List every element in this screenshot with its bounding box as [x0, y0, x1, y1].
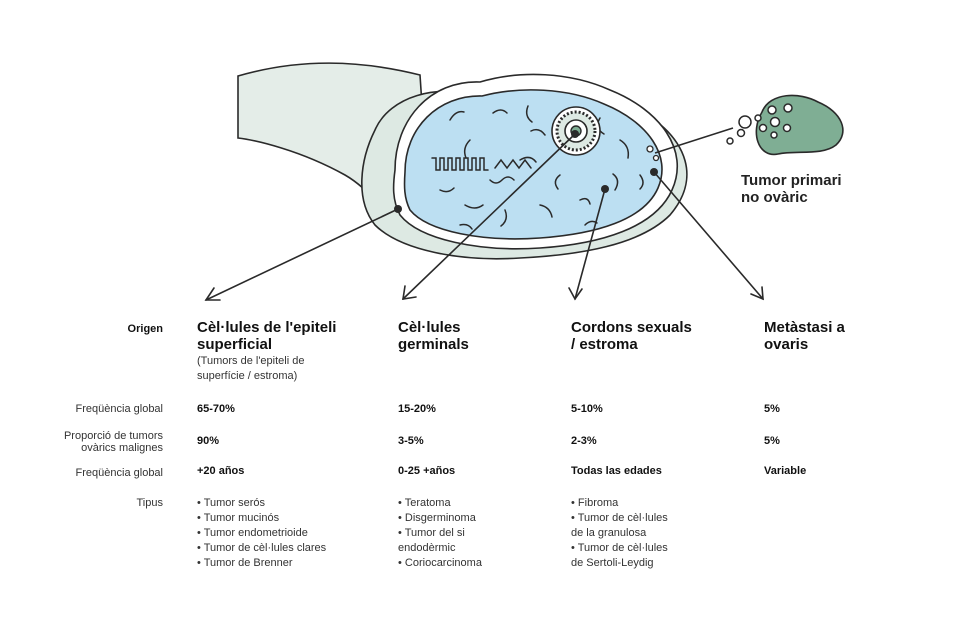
tumor-cells — [726, 103, 793, 145]
row-label-proportion-line1: Proporció de tumors — [63, 430, 163, 442]
type-item: • Coriocarcinoma — [398, 557, 482, 569]
row-label-frequency-age: Freqüència global — [75, 467, 163, 479]
value-age: +20 años — [197, 465, 245, 477]
arrow-metastasis — [653, 171, 764, 300]
types-list-sex-cords: • Fibroma • Tumor de cèl·lules de la gra… — [571, 496, 668, 571]
column-subtitle-epithelium: (Tumors de l'epiteli de superfície / est… — [197, 354, 304, 384]
value-age: Todas las edades — [571, 465, 662, 477]
primary-tumor-label-line2: no ovàric — [741, 189, 808, 206]
row-label-proportion: Proporció de tumors ovàrics malignes — [64, 430, 163, 454]
arrows — [204, 133, 764, 301]
column-title-line1: Metàstasi a — [764, 319, 845, 336]
metastasis-cell — [652, 154, 660, 162]
type-item: • Teratoma — [398, 497, 451, 509]
column-title-line2: superficial — [197, 336, 273, 353]
type-item: • Tumor de cèl·lules — [571, 512, 668, 524]
types-list-epithelium: • Tumor serós • Tumor mucinós • Tumor en… — [197, 496, 326, 571]
type-item: • Disgerminoma — [398, 512, 476, 524]
type-item: • Tumor endometrioide — [197, 527, 308, 539]
column-title-line2: germinals — [398, 336, 469, 353]
column-subtitle-line1: (Tumors de l'epiteli de — [197, 355, 305, 367]
arrow-germ-cells — [402, 133, 576, 300]
value-frequency: 15-20% — [398, 403, 436, 415]
type-item: • Tumor del si — [398, 527, 465, 539]
primary-tumor-label: Tumor primari no ovàric — [741, 172, 881, 206]
primary-tumor-label-line1: Tumor primari — [741, 172, 842, 189]
value-proportion: 5% — [764, 435, 780, 447]
value-frequency: 5-10% — [571, 403, 603, 415]
arrow-sex-cords — [574, 188, 606, 300]
type-item: de Sertoli-Leydig — [571, 557, 654, 569]
type-item: de la granulosa — [571, 527, 647, 539]
type-item: • Tumor de cèl·lules — [571, 542, 668, 554]
row-label-origin: Origen — [127, 323, 163, 335]
column-title-line1: Cordons sexuals — [571, 319, 692, 336]
column-title-line2: / estroma — [571, 336, 638, 353]
value-frequency: 65-70% — [197, 403, 235, 415]
column-title-line1: Cèl·lules de l'epiteli — [197, 319, 337, 336]
value-proportion: 90% — [197, 435, 220, 447]
arrow-origin-dot — [571, 130, 579, 138]
row-label-frequency: Freqüència global — [75, 403, 163, 415]
value-proportion: 3-5% — [398, 435, 424, 447]
primary-tumor — [755, 94, 844, 156]
column-title-line2: ovaris — [764, 336, 809, 353]
column-title-epithelium: Cèl·lules de l'epiteli superficial — [197, 319, 336, 353]
column-title-metastasis: Metàstasi a ovaris — [764, 319, 845, 353]
type-item: • Tumor de Brenner — [197, 557, 293, 569]
column-title-line1: Cèl·lules — [398, 319, 461, 336]
arrow-origin-dot — [650, 168, 658, 176]
column-title-sex-cords: Cordons sexuals / estroma — [571, 319, 692, 353]
column-title-germ-cells: Cèl·lules germinals — [398, 319, 469, 353]
types-list-germ-cells: • Teratoma • Disgerminoma • Tumor del si… — [398, 496, 482, 571]
ovary-texture — [431, 105, 644, 230]
metastasis-cell — [646, 145, 654, 153]
type-item: • Fibroma — [571, 497, 619, 509]
row-label-proportion-line2: ovàrics malignes — [81, 442, 163, 454]
arrow-origin-dot — [394, 205, 402, 213]
type-item: • Tumor de cèl·lules clares — [197, 542, 327, 554]
type-item: • Tumor mucinós — [197, 512, 280, 524]
value-age: Variable — [764, 465, 807, 477]
arrow-origin-dot — [601, 185, 609, 193]
type-item: endodèrmic — [398, 542, 456, 554]
value-frequency: 5% — [764, 403, 780, 415]
type-item: • Tumor serós — [197, 497, 266, 509]
column-subtitle-line2: superfície / estroma) — [197, 370, 298, 382]
metastasis-path-line — [654, 127, 734, 154]
value-proportion: 2-3% — [571, 435, 597, 447]
row-label-types: Tipus — [136, 497, 164, 509]
arrow-epithelium — [205, 208, 399, 301]
value-age: 0-25 +años — [398, 465, 456, 477]
